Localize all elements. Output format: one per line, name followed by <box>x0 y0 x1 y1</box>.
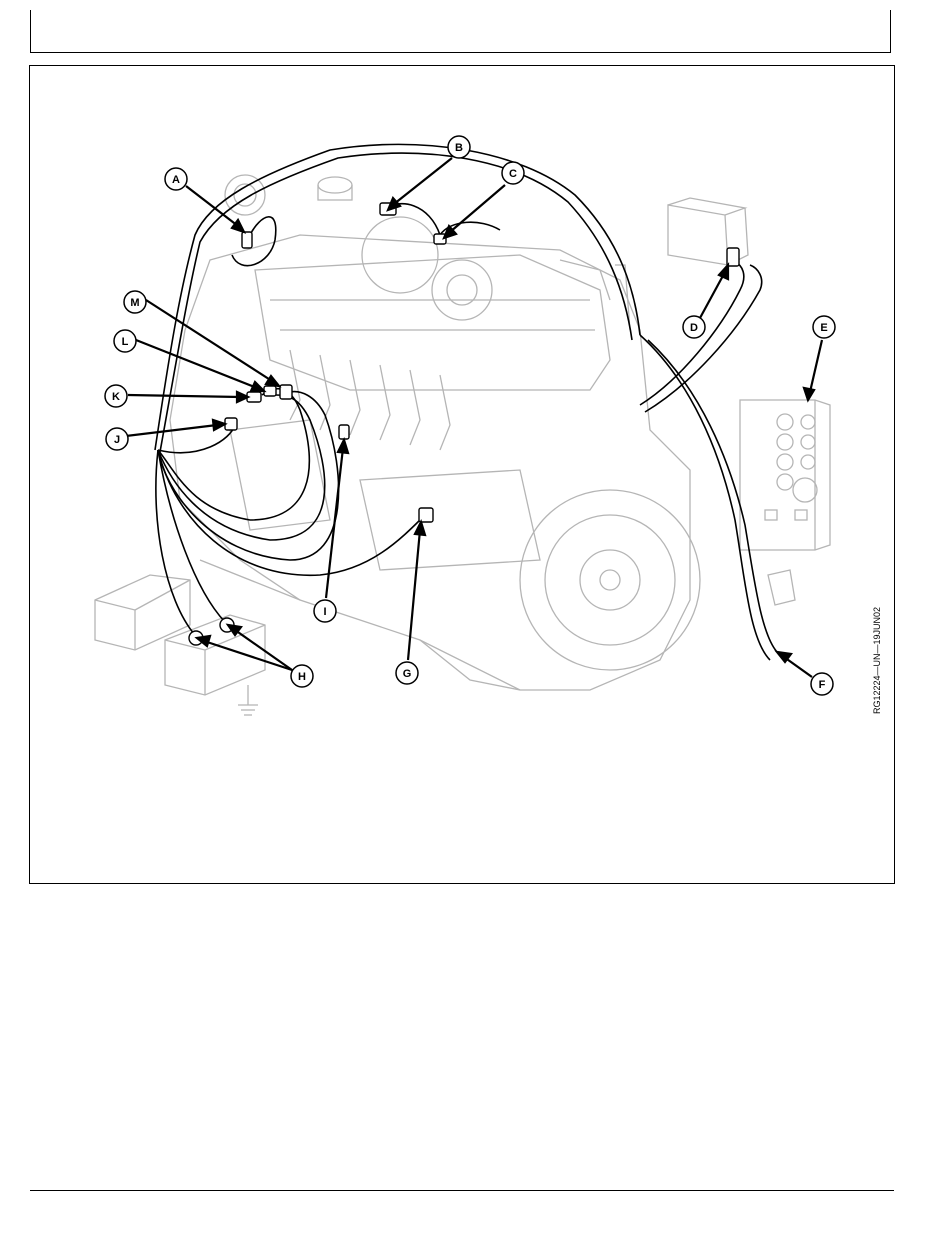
callout-a: A <box>165 168 187 190</box>
svg-text:M: M <box>130 297 139 309</box>
callout-l: L <box>114 330 136 352</box>
callout-k: K <box>105 385 127 407</box>
callout-c: C <box>502 162 524 184</box>
svg-text:J: J <box>114 434 120 446</box>
svg-text:L: L <box>122 336 129 348</box>
callout-i: I <box>314 600 336 622</box>
svg-text:E: E <box>820 322 827 334</box>
svg-text:H: H <box>298 671 306 683</box>
figure-id-code: RG12224—UN—19JUN02 <box>872 600 888 720</box>
callout-j: J <box>106 428 128 450</box>
callout-f: F <box>811 673 833 695</box>
callout-h: H <box>291 665 313 687</box>
connector-a <box>242 232 252 248</box>
sensor-i <box>339 425 349 439</box>
callout-m: M <box>124 291 146 313</box>
footer-rule <box>30 1190 894 1191</box>
connector-l <box>264 386 276 396</box>
callout-g: G <box>396 662 418 684</box>
callout-b: B <box>448 136 470 158</box>
callout-d: D <box>683 316 705 338</box>
svg-text:K: K <box>112 391 120 403</box>
callout-e: E <box>813 316 835 338</box>
svg-text:D: D <box>690 322 698 334</box>
svg-text:A: A <box>172 174 180 186</box>
svg-text:B: B <box>455 142 463 154</box>
svg-text:I: I <box>323 606 326 618</box>
connector-m <box>280 385 292 399</box>
svg-text:C: C <box>509 168 517 180</box>
svg-text:F: F <box>819 679 826 691</box>
svg-text:G: G <box>403 668 412 680</box>
